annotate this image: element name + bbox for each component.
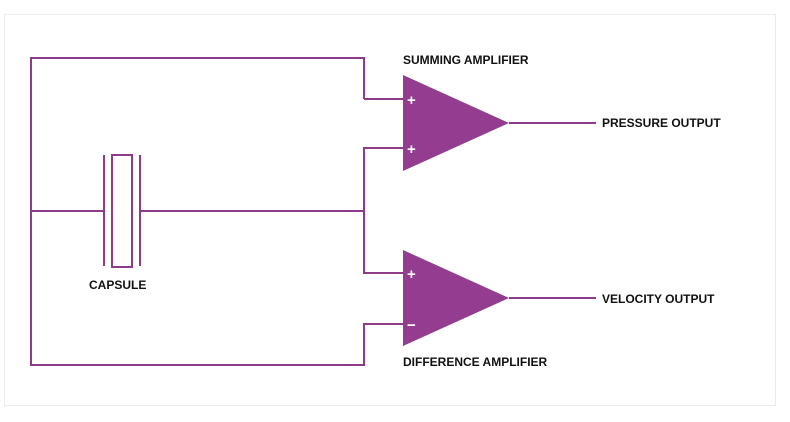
summing-amplifier: + + — [403, 75, 509, 171]
difference-amplifier-triangle — [403, 250, 509, 346]
summing-amplifier-label: SUMMING AMPLIFIER — [403, 53, 529, 67]
difference-amplifier-label: DIFFERENCE AMPLIFIER — [403, 355, 548, 369]
summing-plus-bottom: + — [407, 141, 416, 158]
wiring — [30, 57, 596, 366]
pressure-output-label: PRESSURE OUTPUT — [602, 116, 721, 130]
wire-top-to-summing-plus — [30, 57, 403, 366]
summing-amplifier-triangle — [403, 75, 509, 171]
velocity-output-label: VELOCITY OUTPUT — [602, 292, 715, 306]
summing-plus-top: + — [407, 92, 416, 109]
difference-plus: + — [407, 266, 416, 283]
capsule-symbol — [103, 154, 141, 268]
difference-minus: − — [407, 317, 416, 334]
capsule-body — [111, 154, 133, 268]
difference-amplifier: + − — [403, 250, 509, 346]
capsule-label: CAPSULE — [89, 278, 146, 292]
wire-junction-to-summing-second-plus — [363, 147, 403, 274]
